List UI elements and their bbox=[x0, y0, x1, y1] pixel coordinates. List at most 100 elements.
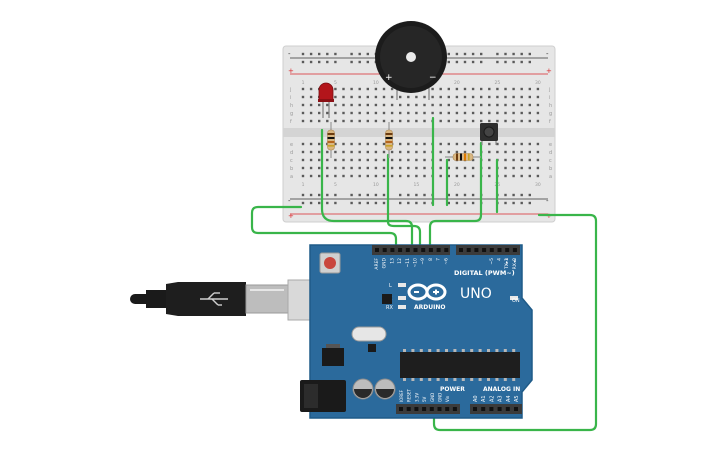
breadboard-hole[interactable] bbox=[309, 103, 313, 107]
breadboard-hole[interactable] bbox=[382, 119, 386, 123]
rail-hole[interactable] bbox=[471, 60, 475, 64]
breadboard-hole[interactable] bbox=[528, 87, 531, 91]
breadboard-hole[interactable] bbox=[358, 158, 361, 162]
breadboard-hole[interactable] bbox=[512, 111, 515, 115]
breadboard-hole[interactable] bbox=[528, 150, 531, 154]
breadboard-hole[interactable] bbox=[471, 158, 475, 162]
header-pin[interactable] bbox=[514, 407, 518, 411]
breadboard-hole[interactable] bbox=[399, 150, 402, 154]
rail-hole[interactable] bbox=[374, 193, 378, 197]
header-pin[interactable] bbox=[481, 407, 486, 411]
rail-hole[interactable] bbox=[520, 193, 523, 197]
breadboard-hole[interactable] bbox=[366, 87, 369, 91]
breadboard-hole[interactable] bbox=[309, 87, 313, 91]
breadboard-hole[interactable] bbox=[358, 95, 361, 99]
breadboard-hole[interactable] bbox=[504, 119, 507, 123]
header-pin[interactable] bbox=[505, 248, 510, 252]
header-pin[interactable] bbox=[399, 407, 403, 411]
breadboard-hole[interactable] bbox=[455, 103, 459, 107]
breadboard-hole[interactable] bbox=[504, 95, 507, 99]
breadboard-hole[interactable] bbox=[496, 119, 499, 123]
breadboard-hole[interactable] bbox=[471, 142, 475, 146]
breadboard-hole[interactable] bbox=[528, 174, 531, 178]
rail-hole[interactable] bbox=[318, 60, 321, 64]
breadboard-hole[interactable] bbox=[520, 174, 523, 178]
header-pin[interactable] bbox=[444, 248, 449, 252]
breadboard-hole[interactable] bbox=[431, 87, 434, 91]
pushbutton[interactable] bbox=[480, 123, 498, 145]
breadboard-hole[interactable] bbox=[496, 103, 499, 107]
breadboard-hole[interactable] bbox=[536, 111, 540, 115]
rail-hole[interactable] bbox=[358, 193, 361, 197]
breadboard-hole[interactable] bbox=[528, 119, 531, 123]
breadboard-hole[interactable] bbox=[471, 174, 475, 178]
rail-hole[interactable] bbox=[350, 60, 353, 64]
buzzer[interactable]: + − bbox=[375, 21, 447, 100]
header-pin[interactable] bbox=[497, 407, 502, 411]
rail-hole[interactable] bbox=[382, 201, 386, 205]
breadboard-hole[interactable] bbox=[439, 150, 442, 154]
breadboard-hole[interactable] bbox=[334, 158, 337, 162]
rail-hole[interactable] bbox=[512, 52, 515, 56]
breadboard-hole[interactable] bbox=[366, 103, 369, 107]
rail-hole[interactable] bbox=[423, 201, 426, 205]
breadboard-hole[interactable] bbox=[439, 142, 442, 146]
breadboard-hole[interactable] bbox=[512, 103, 515, 107]
breadboard-hole[interactable] bbox=[382, 95, 386, 99]
breadboard-hole[interactable] bbox=[407, 103, 410, 107]
breadboard-hole[interactable] bbox=[480, 87, 483, 91]
breadboard-hole[interactable] bbox=[528, 95, 531, 99]
breadboard-hole[interactable] bbox=[318, 142, 321, 146]
breadboard-hole[interactable] bbox=[309, 166, 313, 170]
breadboard-hole[interactable] bbox=[326, 111, 329, 115]
breadboard-hole[interactable] bbox=[342, 119, 345, 123]
rail-hole[interactable] bbox=[366, 193, 369, 197]
breadboard-hole[interactable] bbox=[488, 111, 491, 115]
rail-hole[interactable] bbox=[326, 60, 329, 64]
breadboard-hole[interactable] bbox=[463, 111, 467, 115]
header-pin-holes[interactable] bbox=[375, 248, 518, 411]
digital-header-right[interactable] bbox=[456, 245, 520, 255]
breadboard-hole[interactable] bbox=[390, 119, 394, 123]
breadboard-hole[interactable] bbox=[318, 158, 321, 162]
breadboard-hole[interactable] bbox=[301, 166, 305, 170]
rail-hole[interactable] bbox=[407, 201, 410, 205]
breadboard-hole[interactable] bbox=[342, 87, 345, 91]
rail-hole[interactable] bbox=[358, 52, 361, 56]
breadboard-hole[interactable] bbox=[423, 142, 426, 146]
breadboard-hole[interactable] bbox=[520, 142, 523, 146]
breadboard-hole[interactable] bbox=[390, 95, 394, 99]
breadboard-hole[interactable] bbox=[488, 158, 491, 162]
rail-hole[interactable] bbox=[326, 193, 329, 197]
breadboard-hole[interactable] bbox=[447, 111, 450, 115]
rail-hole[interactable] bbox=[447, 52, 450, 56]
breadboard-hole[interactable] bbox=[301, 174, 305, 178]
rail-hole[interactable] bbox=[447, 60, 450, 64]
rail-hole[interactable] bbox=[520, 60, 523, 64]
breadboard-hole[interactable] bbox=[431, 103, 434, 107]
breadboard-hole[interactable] bbox=[358, 119, 361, 123]
breadboard-hole[interactable] bbox=[407, 111, 410, 115]
breadboard-hole[interactable] bbox=[471, 87, 475, 91]
breadboard-hole[interactable] bbox=[366, 158, 369, 162]
rail-hole[interactable] bbox=[463, 60, 467, 64]
breadboard-hole[interactable] bbox=[496, 95, 499, 99]
breadboard-hole[interactable] bbox=[512, 87, 515, 91]
breadboard-hole[interactable] bbox=[415, 174, 418, 178]
breadboard-hole[interactable] bbox=[439, 87, 442, 91]
breadboard-hole[interactable] bbox=[536, 119, 540, 123]
breadboard-hole[interactable] bbox=[512, 158, 515, 162]
breadboard-hole[interactable] bbox=[488, 95, 491, 99]
rail-hole[interactable] bbox=[366, 52, 369, 56]
breadboard-hole[interactable] bbox=[399, 174, 402, 178]
breadboard-hole[interactable] bbox=[309, 174, 313, 178]
breadboard-hole[interactable] bbox=[536, 158, 540, 162]
breadboard-hole[interactable] bbox=[423, 174, 426, 178]
led[interactable] bbox=[318, 82, 334, 118]
breadboard-hole[interactable] bbox=[350, 150, 353, 154]
breadboard-hole[interactable] bbox=[326, 119, 329, 123]
breadboard-hole[interactable] bbox=[350, 111, 353, 115]
breadboard-hole[interactable] bbox=[528, 142, 531, 146]
